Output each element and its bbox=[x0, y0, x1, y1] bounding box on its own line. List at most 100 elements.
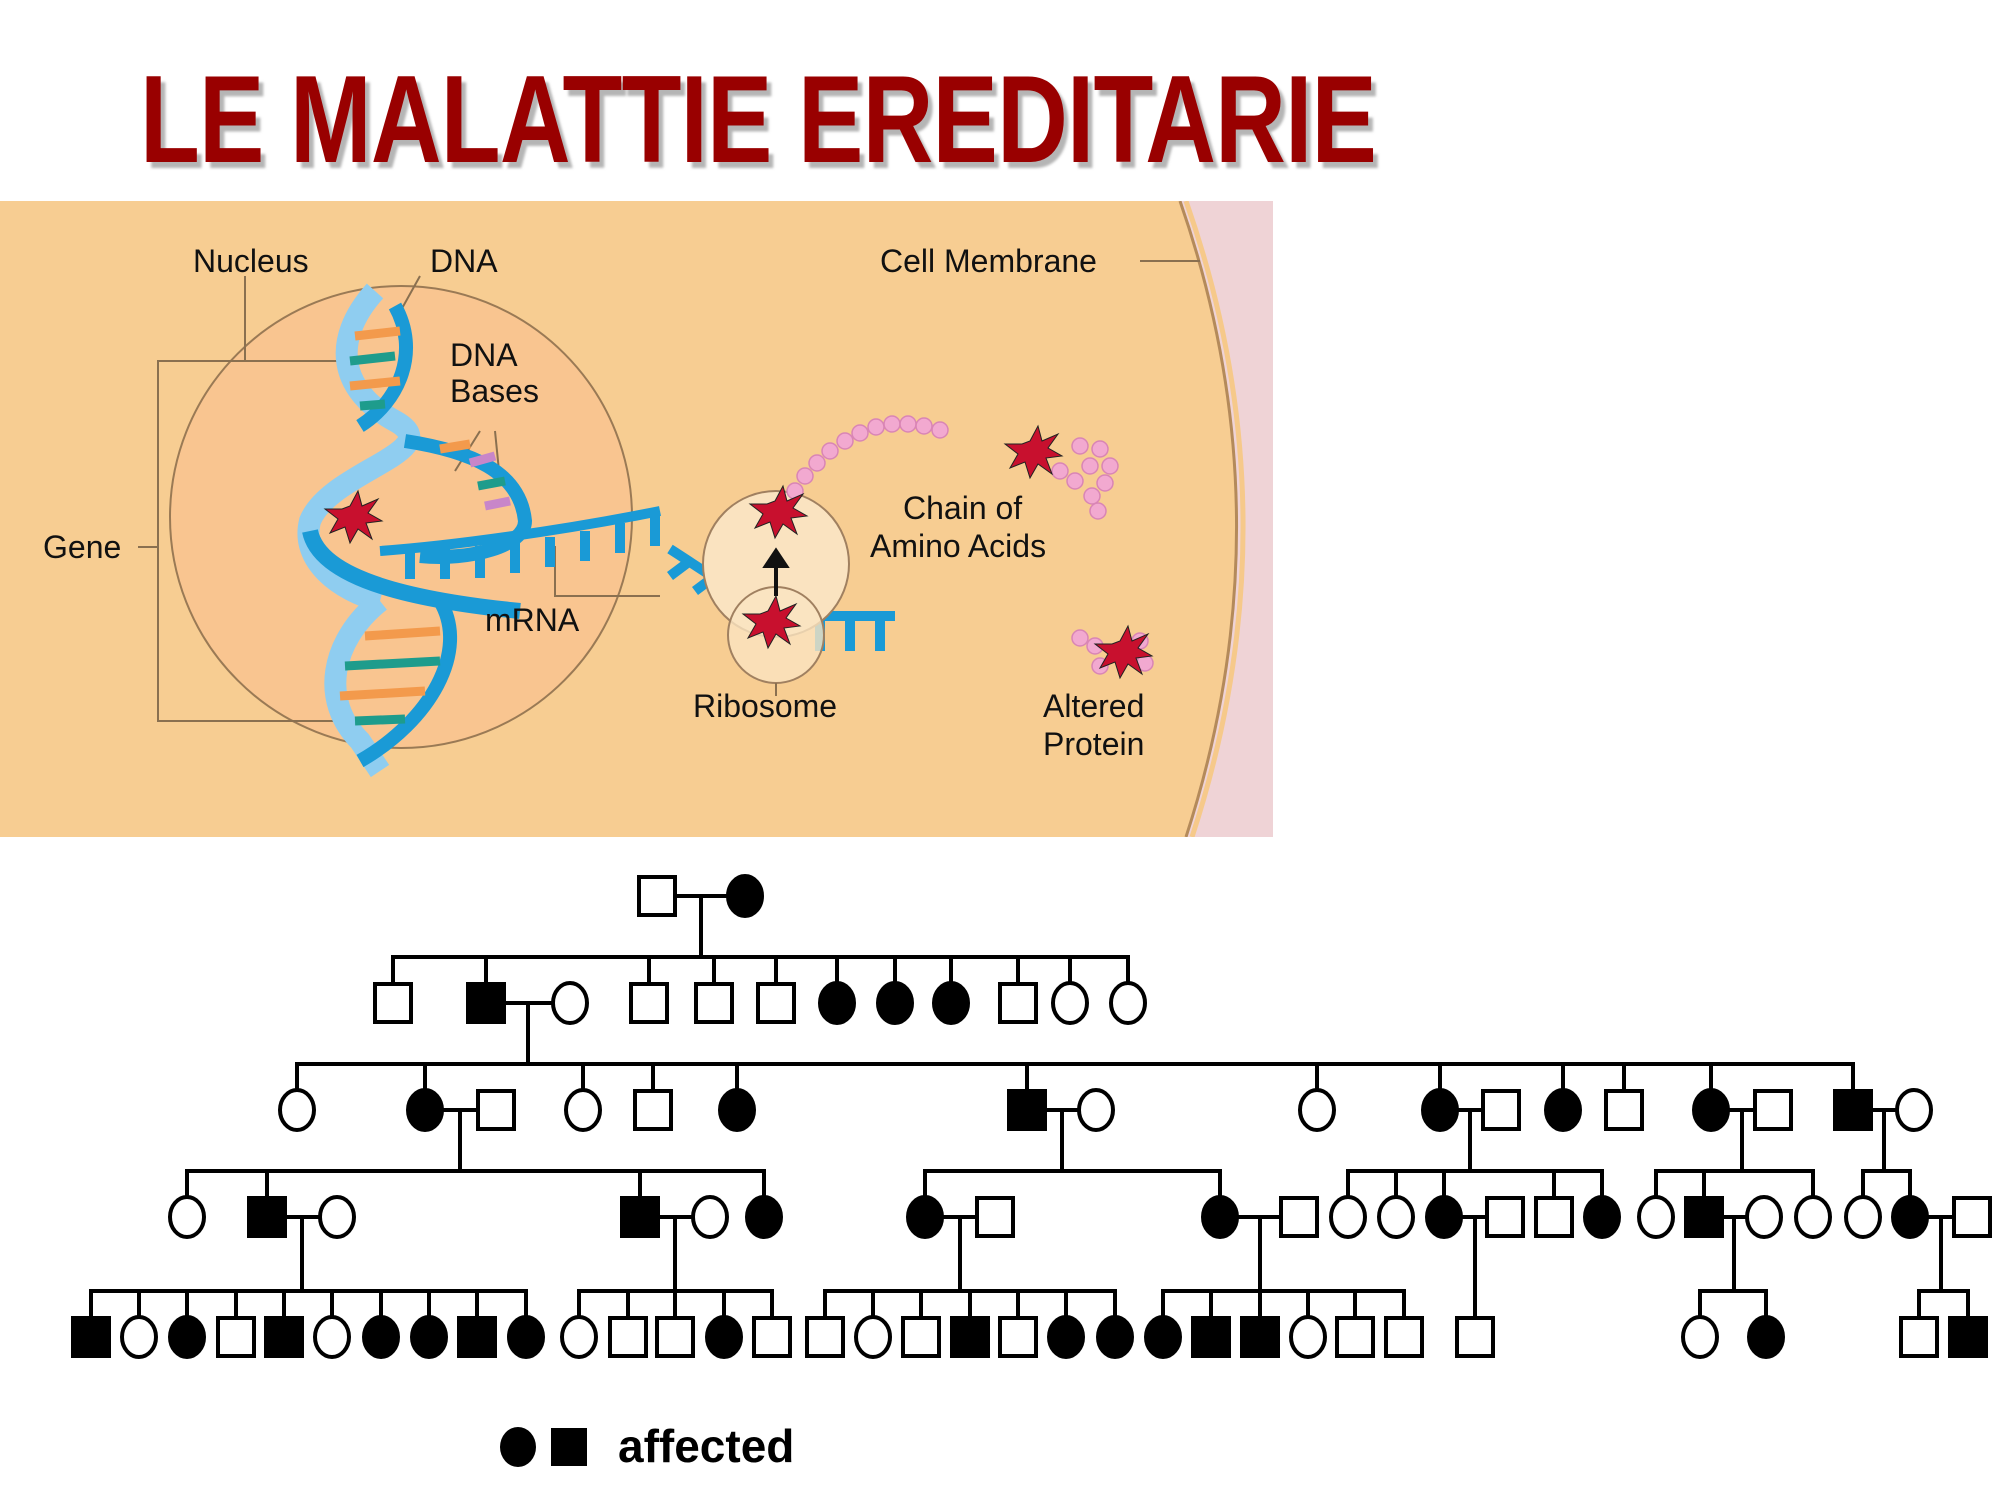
extracellular-region bbox=[1180, 201, 1273, 837]
arrow-up-icon bbox=[762, 547, 790, 596]
label-nucleus: Nucleus bbox=[193, 243, 309, 279]
affected-male-symbol bbox=[1191, 1316, 1231, 1358]
affected-female-symbol bbox=[1891, 1195, 1929, 1239]
unaffected-female-symbol bbox=[120, 1315, 158, 1359]
unaffected-male-symbol bbox=[1485, 1196, 1525, 1238]
affected-male-symbol bbox=[264, 1316, 304, 1358]
affected-female-symbol bbox=[1747, 1315, 1785, 1359]
unaffected-female-symbol bbox=[1895, 1088, 1933, 1132]
label-chain-line2: Amino Acids bbox=[870, 528, 1046, 564]
affected-female-symbol bbox=[1421, 1088, 1459, 1132]
affected-female-symbol bbox=[932, 981, 970, 1025]
unaffected-male-symbol bbox=[805, 1316, 845, 1358]
affected-female-symbol bbox=[705, 1315, 743, 1359]
label-altered-line1: Altered bbox=[1043, 688, 1144, 724]
unaffected-female-symbol bbox=[318, 1195, 356, 1239]
unaffected-male-symbol bbox=[998, 1316, 1038, 1358]
affected-female-symbol bbox=[1544, 1088, 1582, 1132]
unaffected-male-symbol bbox=[694, 982, 734, 1024]
affected-male-symbol bbox=[1833, 1089, 1873, 1131]
unaffected-male-symbol bbox=[1279, 1196, 1319, 1238]
label-cell-membrane: Cell Membrane bbox=[880, 243, 1097, 279]
unaffected-female-symbol bbox=[564, 1088, 602, 1132]
affected-male-symbol bbox=[1948, 1316, 1988, 1358]
unaffected-female-symbol bbox=[1637, 1195, 1675, 1239]
affected-female-symbol bbox=[410, 1315, 448, 1359]
unaffected-male-symbol bbox=[373, 982, 413, 1024]
affected-female-symbol bbox=[726, 874, 764, 918]
affected-female-symbol bbox=[1096, 1315, 1134, 1359]
unaffected-female-symbol bbox=[1289, 1315, 1327, 1359]
unaffected-female-symbol bbox=[551, 981, 589, 1025]
legend-affected-male-icon bbox=[551, 1428, 587, 1466]
unaffected-female-symbol bbox=[313, 1315, 351, 1359]
slide-title: LE MALATTIE EREDITARIE bbox=[140, 51, 1377, 189]
unaffected-female-symbol bbox=[1377, 1195, 1415, 1239]
unaffected-female-symbol bbox=[1844, 1195, 1882, 1239]
pedigree-lines bbox=[89, 894, 1970, 1317]
unaffected-female-symbol bbox=[1745, 1195, 1783, 1239]
unaffected-male-symbol bbox=[608, 1316, 648, 1358]
unaffected-female-symbol bbox=[560, 1315, 598, 1359]
affected-female-symbol bbox=[906, 1195, 944, 1239]
affected-female-symbol bbox=[507, 1315, 545, 1359]
label-ribosome: Ribosome bbox=[693, 688, 837, 724]
unaffected-male-symbol bbox=[216, 1316, 256, 1358]
label-dna-bases-line2: Bases bbox=[450, 373, 539, 409]
affected-female-symbol bbox=[406, 1088, 444, 1132]
unaffected-female-symbol bbox=[1077, 1088, 1115, 1132]
unaffected-male-symbol bbox=[1481, 1089, 1521, 1131]
unaffected-female-symbol bbox=[1298, 1088, 1336, 1132]
unaffected-male-symbol bbox=[655, 1316, 695, 1358]
affected-female-symbol bbox=[1583, 1195, 1621, 1239]
cell-membrane bbox=[1178, 201, 1238, 837]
unaffected-male-symbol bbox=[1952, 1196, 1992, 1238]
affected-female-symbol bbox=[1692, 1088, 1730, 1132]
affected-male-symbol bbox=[620, 1196, 660, 1238]
affected-male-symbol bbox=[1240, 1316, 1280, 1358]
label-dna-bases-line1: DNA bbox=[450, 337, 518, 373]
unaffected-male-symbol bbox=[998, 982, 1038, 1024]
affected-female-symbol bbox=[818, 981, 856, 1025]
unaffected-female-symbol bbox=[1109, 981, 1147, 1025]
unaffected-male-symbol bbox=[629, 982, 669, 1024]
affected-female-symbol bbox=[876, 981, 914, 1025]
unaffected-male-symbol bbox=[901, 1316, 941, 1358]
unaffected-male-symbol bbox=[476, 1089, 516, 1131]
legend-label: affected bbox=[618, 1420, 794, 1472]
unaffected-female-symbol bbox=[1681, 1315, 1719, 1359]
unaffected-male-symbol bbox=[756, 982, 796, 1024]
legend: affected bbox=[500, 1420, 794, 1472]
unaffected-female-symbol bbox=[278, 1088, 316, 1132]
unaffected-male-symbol bbox=[975, 1196, 1015, 1238]
unaffected-female-symbol bbox=[691, 1195, 729, 1239]
affected-female-symbol bbox=[1425, 1195, 1463, 1239]
label-gene: Gene bbox=[43, 529, 121, 565]
pedigree-symbols bbox=[71, 874, 1992, 1359]
affected-male-symbol bbox=[466, 982, 506, 1024]
label-altered-line2: Protein bbox=[1043, 726, 1144, 762]
affected-female-symbol bbox=[1047, 1315, 1085, 1359]
unaffected-female-symbol bbox=[168, 1195, 206, 1239]
affected-male-symbol bbox=[1684, 1196, 1724, 1238]
affected-male-symbol bbox=[1007, 1089, 1047, 1131]
unaffected-male-symbol bbox=[637, 875, 677, 917]
label-chain-line1: Chain of bbox=[903, 490, 1022, 526]
affected-female-symbol bbox=[718, 1088, 756, 1132]
mutation-star-icons bbox=[323, 424, 1154, 680]
affected-male-symbol bbox=[457, 1316, 497, 1358]
unaffected-male-symbol bbox=[1534, 1196, 1574, 1238]
affected-female-symbol bbox=[1201, 1195, 1239, 1239]
affected-female-symbol bbox=[168, 1315, 206, 1359]
unaffected-male-symbol bbox=[1384, 1316, 1424, 1358]
unaffected-male-symbol bbox=[752, 1316, 792, 1358]
unaffected-male-symbol bbox=[1604, 1089, 1644, 1131]
gene-mutation-diagram: Nucleus DNA DNA Bases Gene mRNA Ribosome… bbox=[0, 201, 1273, 837]
unaffected-female-symbol bbox=[854, 1315, 892, 1359]
gene-bracket bbox=[138, 276, 340, 722]
affected-female-symbol bbox=[1144, 1315, 1182, 1359]
unaffected-male-symbol bbox=[1899, 1316, 1939, 1358]
label-dna: DNA bbox=[430, 243, 498, 279]
unaffected-male-symbol bbox=[1335, 1316, 1375, 1358]
